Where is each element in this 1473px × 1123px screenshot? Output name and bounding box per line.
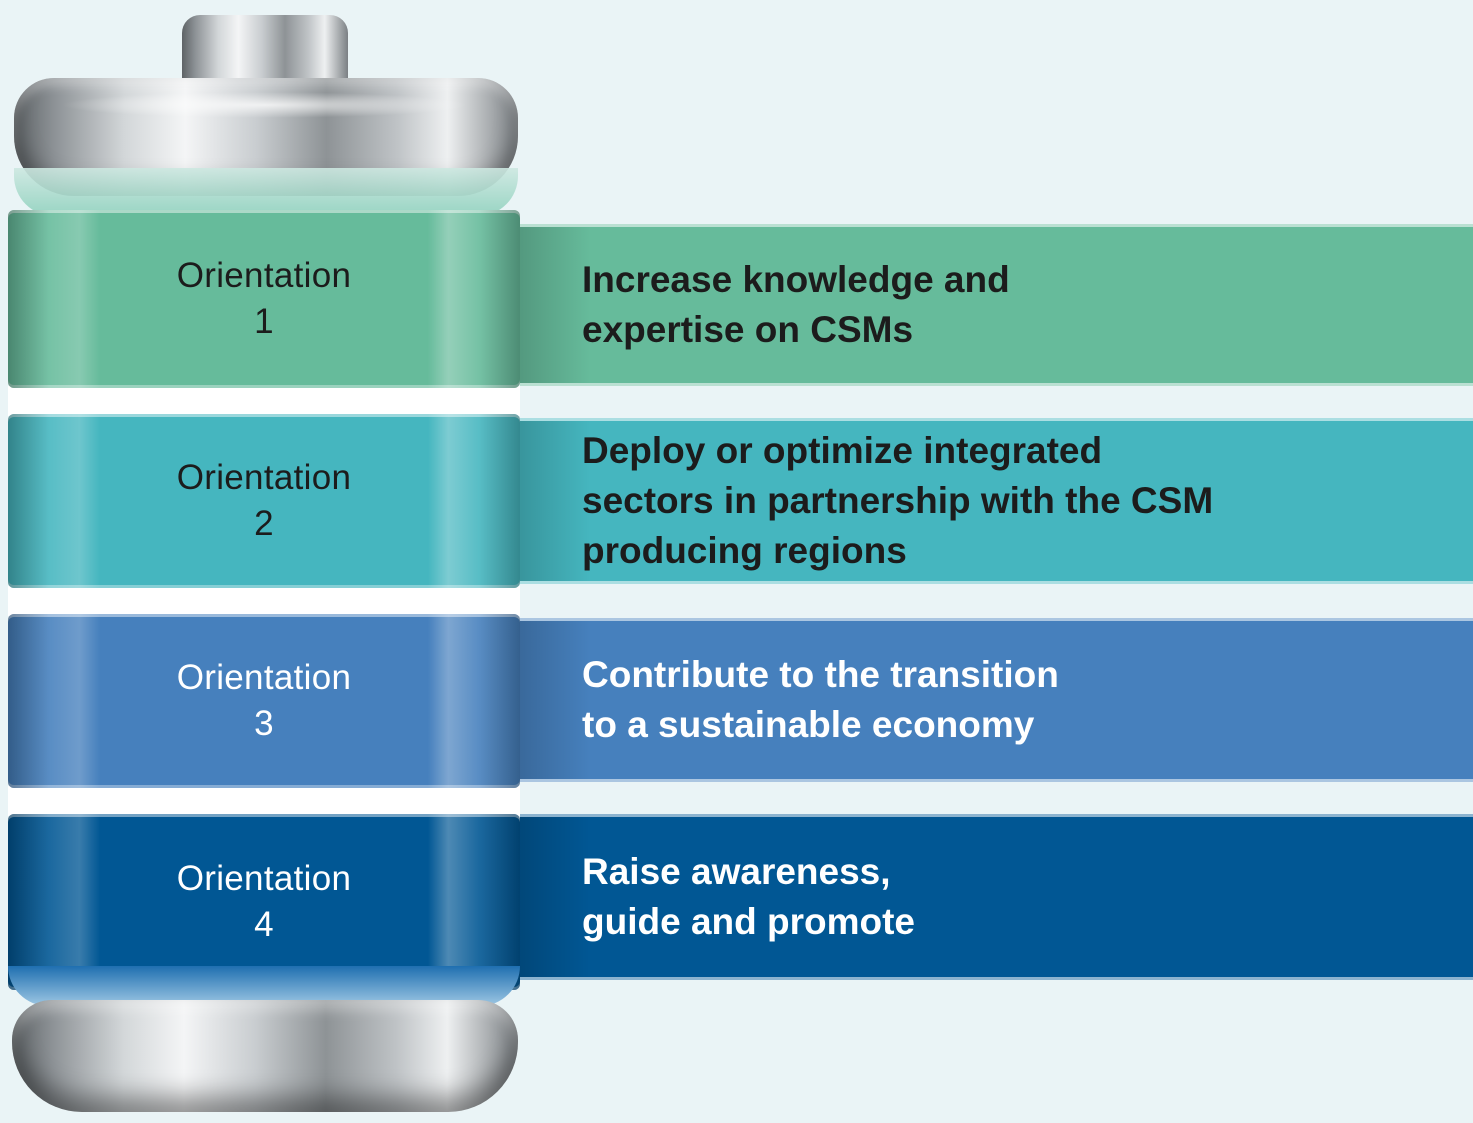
battery-separator — [8, 786, 520, 816]
battery-top-glass — [14, 168, 518, 216]
orientation-3-ribbon: Contribute to the transition to a sustai… — [520, 618, 1473, 782]
orientation-number: 2 — [254, 504, 274, 543]
battery-bottom-cap — [12, 1000, 518, 1112]
orientation-4-goal: Raise awareness, guide and promote — [582, 851, 915, 942]
battery-separator — [8, 586, 520, 616]
battery-segment-orientation-1: Orientation 1 — [8, 210, 520, 388]
orientation-label-word: Orientation — [176, 256, 352, 295]
battery-top-cap-highlight — [60, 92, 470, 118]
orientation-3-label: Orientation 3 — [177, 655, 352, 747]
battery-separator — [8, 386, 520, 416]
battery-bottom-glass — [8, 966, 520, 1006]
orientation-2-goal: Deploy or optimize integrated sectors in… — [582, 430, 1214, 571]
orientation-3-goal: Contribute to the transition to a sustai… — [582, 654, 1059, 745]
battery-terminal — [182, 15, 348, 85]
orientation-number: 4 — [254, 905, 274, 944]
orientation-label-word: Orientation — [176, 458, 352, 497]
orientation-number: 3 — [254, 704, 274, 743]
orientation-2-label: Orientation 2 — [177, 455, 352, 547]
orientation-label-word: Orientation — [176, 658, 352, 697]
orientation-1-goal: Increase knowledge and expertise on CSMs — [582, 259, 1010, 350]
orientation-1-ribbon: Increase knowledge and expertise on CSMs — [520, 224, 1473, 386]
orientation-1-label: Orientation 1 — [177, 253, 352, 345]
battery-segment-orientation-3: Orientation 3 — [8, 614, 520, 788]
orientation-2-ribbon: Deploy or optimize integrated sectors in… — [520, 418, 1473, 584]
orientation-4-ribbon: Raise awareness, guide and promote — [520, 814, 1473, 980]
battery-segment-orientation-2: Orientation 2 — [8, 414, 520, 588]
orientation-number: 1 — [254, 302, 274, 341]
battery-segment-orientation-4: Orientation 4 — [8, 814, 520, 990]
orientation-4-label: Orientation 4 — [177, 856, 352, 948]
orientation-label-word: Orientation — [176, 859, 352, 898]
